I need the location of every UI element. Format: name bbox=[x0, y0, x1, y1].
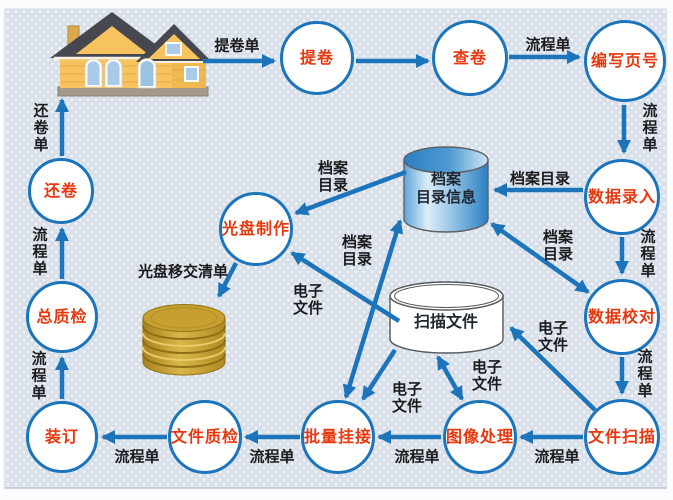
edge-label-house-tijuan: 提卷单 bbox=[214, 36, 260, 55]
node-zongzhijian: 总质检 bbox=[26, 281, 98, 353]
edge-guangpan-cd bbox=[216, 261, 239, 298]
node-chajuan: 查卷 bbox=[432, 20, 508, 96]
edge-scanfiles-tuxiang bbox=[436, 355, 464, 401]
house-windows bbox=[84, 42, 199, 89]
edge-label-catalog-jiaodui: 档案目录 bbox=[542, 228, 573, 263]
node-piliangguajie: 批量挂接 bbox=[301, 400, 375, 474]
node-shujuluru: 数据录入 bbox=[584, 159, 660, 235]
edge-label-saomiao-tuxiang: 流程单 bbox=[534, 447, 580, 466]
edge-label-jiaodui-saomiao: 流程单 bbox=[637, 347, 653, 400]
node-shujujiaodui: 数据校对 bbox=[584, 279, 660, 355]
edge-label-luru-jiaodui: 流程单 bbox=[640, 227, 656, 280]
edge-label-chajuan-bianxie: 流程单 bbox=[525, 35, 571, 54]
edge-label-zhijian-zhuangding: 流程单 bbox=[114, 447, 160, 466]
edge-label-scanfiles-piliang: 电子文件 bbox=[391, 380, 422, 415]
edge-saomiao-scanfiles bbox=[509, 326, 597, 412]
cd-stack-icon bbox=[142, 304, 226, 376]
scan-files-label: 扫描文件 bbox=[413, 312, 479, 331]
edge-label-huanjuan-house: 还卷单 bbox=[33, 101, 49, 154]
catalog-db-label: 档案 目录信息 bbox=[416, 170, 476, 206]
catalog-db-cylinder bbox=[403, 146, 489, 233]
edge-label-zongzhijian-huanjuan: 流程单 bbox=[32, 225, 48, 278]
node-wenjiansaomiao: 文件扫描 bbox=[584, 399, 660, 475]
catalog-db-label-line2: 目录信息 bbox=[415, 188, 477, 206]
node-wenjianzhijian: 文件质检 bbox=[168, 400, 242, 474]
scan-files-cylinder bbox=[389, 281, 504, 354]
edge-label-piliang-zhijian: 流程单 bbox=[249, 447, 295, 466]
edges bbox=[55, 50, 631, 444]
edge-label-catalog-piliang: 档案目录 bbox=[341, 233, 372, 268]
edge-label-scanfiles-guangpan: 电子文件 bbox=[292, 282, 323, 317]
edge-label-scanfiles-tuxiang: 电子文件 bbox=[471, 358, 502, 393]
catalog-db-label-line1: 档案 bbox=[430, 170, 462, 188]
node-tijuan: 提卷 bbox=[280, 21, 354, 95]
edge-scanfiles-guangpan bbox=[290, 251, 401, 323]
node-guangpanzhizuo: 光盘制作 bbox=[219, 192, 293, 266]
node-bianxieyehao: 编写页号 bbox=[584, 20, 666, 102]
edge-label-catalog-guangpan: 档案目录 bbox=[317, 159, 348, 194]
node-huanjuan: 还卷 bbox=[28, 158, 94, 224]
edge-label-guangpan-cd: 光盘移交清单 bbox=[137, 262, 229, 281]
edge-label-saomiao-scanfiles: 电子文件 bbox=[537, 319, 568, 354]
edge-catalog-piliang bbox=[342, 219, 404, 399]
edge-label-tuxiang-piliang: 流程单 bbox=[394, 447, 440, 466]
node-zhuangding: 装订 bbox=[26, 401, 98, 473]
edge-catalog-jiaodui bbox=[490, 222, 590, 294]
node-tuxiangchuli: 图像处理 bbox=[443, 400, 517, 474]
edge-catalog-guangpan bbox=[294, 169, 407, 216]
edge-label-zhuangding-zongzhijian: 流程单 bbox=[31, 349, 47, 402]
archive-house-icon bbox=[50, 12, 212, 97]
edge-label-bianxie-luru: 流程单 bbox=[642, 101, 658, 154]
edge-label-luru-catalog: 档案目录 bbox=[509, 169, 571, 188]
